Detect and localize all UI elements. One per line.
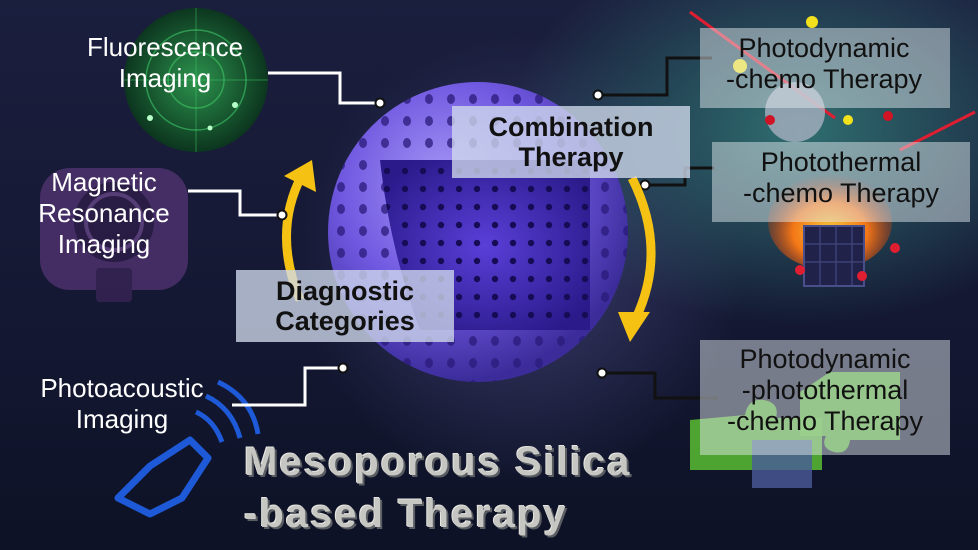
cycle-arrow-right-icon [618, 175, 656, 342]
label-line: Photodynamic [738, 33, 910, 63]
label-line: Magnetic [51, 167, 157, 197]
label-line: -chemo Therapy [726, 406, 924, 436]
label-line: Photodynamic [739, 344, 911, 374]
label-line: -photothermal [741, 375, 909, 405]
panel-photodynamic-chemo [700, 28, 950, 108]
flame-cube-icon [768, 110, 976, 287]
label-line: Categories [275, 306, 415, 336]
panel-photothermal-chemo [712, 142, 970, 222]
label-line: Resonance [38, 198, 170, 228]
label-line: Photothermal [760, 147, 922, 177]
label-line: Fluorescence [86, 32, 244, 62]
label-line: -chemo Therapy [742, 178, 940, 208]
photothermal-chemo-label: Photothermal -chemo Therapy [712, 147, 970, 209]
label-line: Imaging [57, 229, 151, 259]
label-line: Imaging [118, 63, 212, 93]
photodynamic-chemo-label: Photodynamic -chemo Therapy [700, 33, 948, 95]
triple-therapy-label: Photodynamic -photothermal -chemo Therap… [700, 344, 950, 437]
mri-scanner-icon [40, 168, 188, 302]
main-title-line2: -based Therapy [244, 492, 568, 536]
radar-icon [124, 8, 268, 152]
puzzle-pieces-icon [690, 372, 900, 488]
fluorescence-imaging-label: Fluorescence Imaging [55, 32, 275, 94]
mri-label: Magnetic Resonance Imaging [14, 167, 194, 260]
left-connectors [188, 71, 378, 407]
combination-therapy-label: Combination Therapy [452, 106, 690, 178]
ultrasound-probe-icon [114, 379, 261, 518]
label-line: Imaging [75, 404, 169, 434]
main-title-line1: Mesoporous Silica [244, 440, 632, 484]
label-line: -chemo Therapy [725, 64, 923, 94]
photoacoustic-imaging-label: Photoacoustic Imaging [12, 373, 232, 435]
label-line: Combination [488, 112, 654, 142]
nanoparticle-laser-icon [689, 10, 893, 142]
label-line: Diagnostic [275, 276, 415, 306]
label-line: Therapy [518, 142, 624, 172]
panel-triple-therapy [700, 340, 950, 455]
label-line: Photoacoustic [40, 373, 204, 403]
diagnostic-categories-label: Diagnostic Categories [236, 270, 454, 342]
